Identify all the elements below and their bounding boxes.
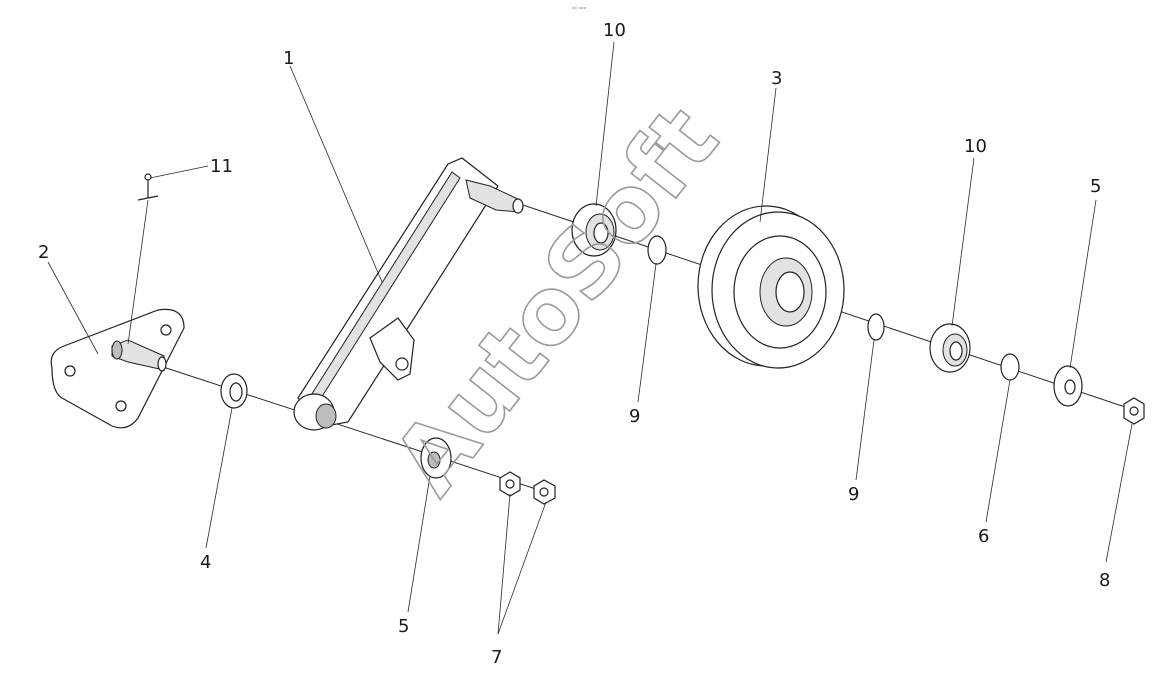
callout-11: 11 xyxy=(210,156,233,177)
callout-6: 6 xyxy=(978,526,989,547)
callout-2: 2 xyxy=(38,242,49,263)
callout-3: 3 xyxy=(771,68,782,89)
washer-4 xyxy=(220,373,248,409)
callout-labels: 1 2 3 4 5 5 6 7 8 9 9 10 10 11 xyxy=(38,20,1110,668)
header-note: °° °°° xyxy=(572,7,587,13)
bearing-10-right xyxy=(929,323,971,373)
castle-nut-8 xyxy=(1123,397,1145,425)
cotter-pin xyxy=(137,173,159,201)
callout-7: 7 xyxy=(491,647,502,668)
callout-10-right: 10 xyxy=(964,136,987,157)
callout-9-right: 9 xyxy=(848,484,859,505)
mounting-plate xyxy=(50,308,185,429)
watermark: AutoSoft xyxy=(373,87,739,513)
callout-1: 1 xyxy=(283,48,294,69)
leader-lines xyxy=(47,41,1133,635)
lever-arm xyxy=(293,157,524,431)
callout-10-left: 10 xyxy=(603,20,626,41)
washer-5-left xyxy=(420,437,452,479)
snap-ring-9-right xyxy=(867,313,885,341)
callout-9-left: 9 xyxy=(629,406,640,427)
pulley-roller xyxy=(697,205,845,369)
callout-8: 8 xyxy=(1099,570,1110,591)
callout-4: 4 xyxy=(200,552,211,573)
nut-7-a xyxy=(499,471,521,497)
bearing-10-left xyxy=(571,203,617,257)
washer-5-right xyxy=(1053,365,1083,407)
snap-ring-9-left xyxy=(647,235,667,265)
ring-6 xyxy=(1000,353,1020,381)
plate-stud xyxy=(111,339,167,372)
nut-7-b xyxy=(533,479,556,505)
callout-5-left: 5 xyxy=(398,616,409,637)
callout-5-right: 5 xyxy=(1090,176,1101,197)
